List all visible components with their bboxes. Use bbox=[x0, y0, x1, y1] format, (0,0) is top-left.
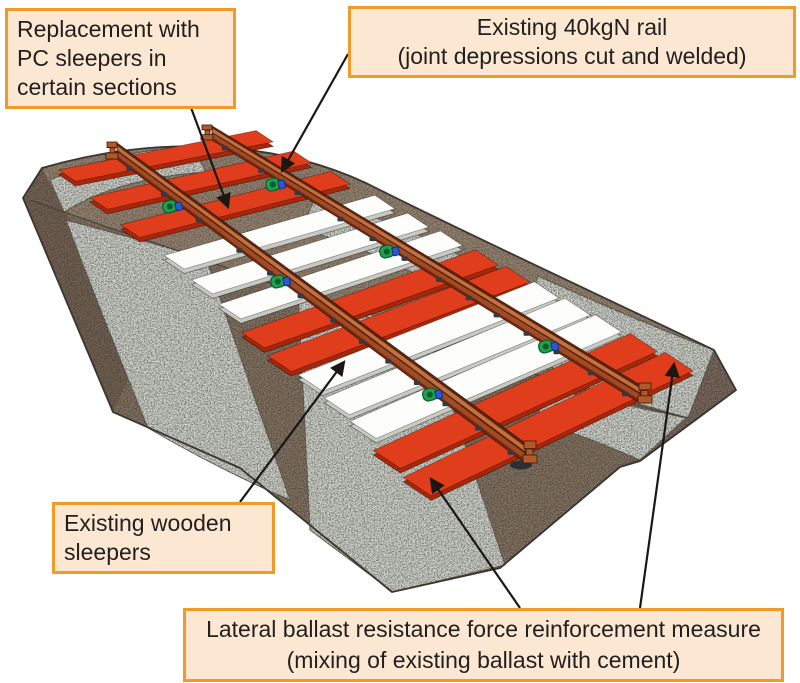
rail-clip-fastening bbox=[294, 190, 301, 196]
rail-clip-fastening bbox=[523, 331, 530, 336]
rail-anchor-clip bbox=[162, 199, 184, 214]
clip-wedge bbox=[174, 201, 184, 212]
rail-band bbox=[117, 143, 525, 447]
rail-clip-fastening bbox=[267, 271, 273, 276]
rail-base-end bbox=[105, 152, 119, 160]
rail-anchor-clip bbox=[538, 339, 560, 354]
rail-band bbox=[117, 156, 525, 463]
rail-clip-fastening bbox=[465, 295, 472, 301]
rail-base-end bbox=[522, 454, 538, 464]
clip-hole bbox=[426, 391, 433, 398]
rail-clip-fastening bbox=[330, 318, 337, 323]
rail-head-end bbox=[523, 440, 537, 449]
clip-hole bbox=[542, 343, 549, 350]
rail-band bbox=[117, 151, 525, 460]
rail-clip-fastening bbox=[507, 450, 514, 455]
rail-band bbox=[117, 149, 525, 454]
label-line: (joint depressions cut and welded) bbox=[397, 43, 747, 69]
rail-band bbox=[212, 133, 640, 400]
rail-clip-fastening bbox=[126, 166, 133, 171]
rail-band bbox=[212, 128, 640, 393]
label-line: certain sections bbox=[17, 74, 177, 100]
rail-clip-fastening bbox=[297, 293, 304, 299]
rail-band bbox=[117, 145, 525, 452]
label-line: Existing 40kgN rail bbox=[476, 14, 668, 40]
label-line: PC sleepers in bbox=[17, 45, 167, 71]
rail-anchor-clips bbox=[162, 177, 560, 402]
cement-reinforced-patch-4-grain bbox=[66, 220, 290, 500]
rail-clip-fastening bbox=[258, 168, 265, 173]
rail-clip-fastening bbox=[622, 391, 629, 397]
rail-band bbox=[212, 131, 640, 395]
rail-clip-fastening bbox=[221, 145, 228, 151]
rails bbox=[105, 124, 653, 470]
clip-hole bbox=[166, 203, 173, 210]
rail-clip-fastening bbox=[337, 216, 344, 222]
clip-wedge bbox=[391, 246, 401, 257]
clip-wedge bbox=[277, 179, 287, 190]
rail-clip-fastening bbox=[493, 312, 500, 318]
rail-head-end bbox=[106, 141, 118, 148]
clip-wedge bbox=[550, 341, 560, 352]
label-line: (mixing of existing ballast with cement) bbox=[286, 647, 681, 673]
rail-anchor-clip bbox=[379, 244, 401, 259]
rail-clip-fastening bbox=[195, 217, 202, 223]
arrow-to-ballast-shoulder-left bbox=[429, 477, 521, 609]
rail-end-section bbox=[105, 141, 119, 160]
rail-band bbox=[212, 137, 640, 404]
clip-hole bbox=[274, 278, 281, 285]
rail-anchor-clip bbox=[422, 387, 444, 402]
arrow-to-wooden-sleeper bbox=[239, 360, 346, 503]
rail-anchor-clip bbox=[270, 274, 292, 289]
rail-clip-fastening bbox=[236, 248, 243, 253]
rail-clip-fastening bbox=[413, 380, 420, 385]
arrow-to-rail bbox=[280, 53, 349, 174]
rail-head-end bbox=[201, 124, 213, 131]
label-lateral-ballast-reinforcement: Lateral ballast resistance force reinfor… bbox=[183, 608, 784, 682]
rail-clip-fastening bbox=[385, 359, 392, 364]
rail-clip-fastening bbox=[358, 339, 365, 344]
label-line: Lateral ballast resistance force reinfor… bbox=[206, 616, 761, 642]
rail-clip-fastening bbox=[475, 426, 482, 431]
label-line: sleepers bbox=[64, 539, 151, 565]
clip-wedge bbox=[282, 276, 292, 287]
label-line: Replacement with bbox=[17, 16, 200, 42]
rail-end-section bbox=[510, 440, 538, 470]
label-line: Existing wooden bbox=[64, 510, 232, 536]
arrow-to-ballast-shoulder-right bbox=[638, 361, 680, 609]
near-rail bbox=[105, 141, 538, 470]
arrow-to-pc-sleepers bbox=[188, 104, 231, 210]
rail-anchor-clip bbox=[265, 177, 287, 192]
far-rail bbox=[200, 124, 653, 404]
clip-hole bbox=[383, 248, 390, 255]
rail-fastenings bbox=[126, 145, 629, 455]
rail-base-end bbox=[637, 395, 653, 404]
label-pc-sleeper-replacement: Replacement with PC sleepers in certain … bbox=[5, 8, 236, 109]
rail-clip-fastening bbox=[442, 401, 449, 407]
label-existing-rail: Existing 40kgN rail (joint depressions c… bbox=[348, 6, 796, 78]
rail-clip-fastening bbox=[369, 236, 376, 242]
clip-wedge bbox=[434, 389, 444, 400]
label-wooden-sleepers: Existing wooden sleepers bbox=[52, 502, 275, 574]
rail-clip-fastening bbox=[401, 256, 408, 261]
rail-end-section bbox=[637, 382, 653, 404]
rail-end-section bbox=[200, 124, 214, 141]
annotation-arrows bbox=[188, 53, 680, 609]
rail-clip-fastening bbox=[587, 370, 594, 376]
rail-head-end bbox=[638, 382, 652, 391]
rail-band bbox=[212, 126, 640, 389]
rail-clip-fastening bbox=[435, 277, 442, 282]
clip-hole bbox=[269, 181, 276, 188]
rail-clip-fastening bbox=[160, 191, 167, 197]
